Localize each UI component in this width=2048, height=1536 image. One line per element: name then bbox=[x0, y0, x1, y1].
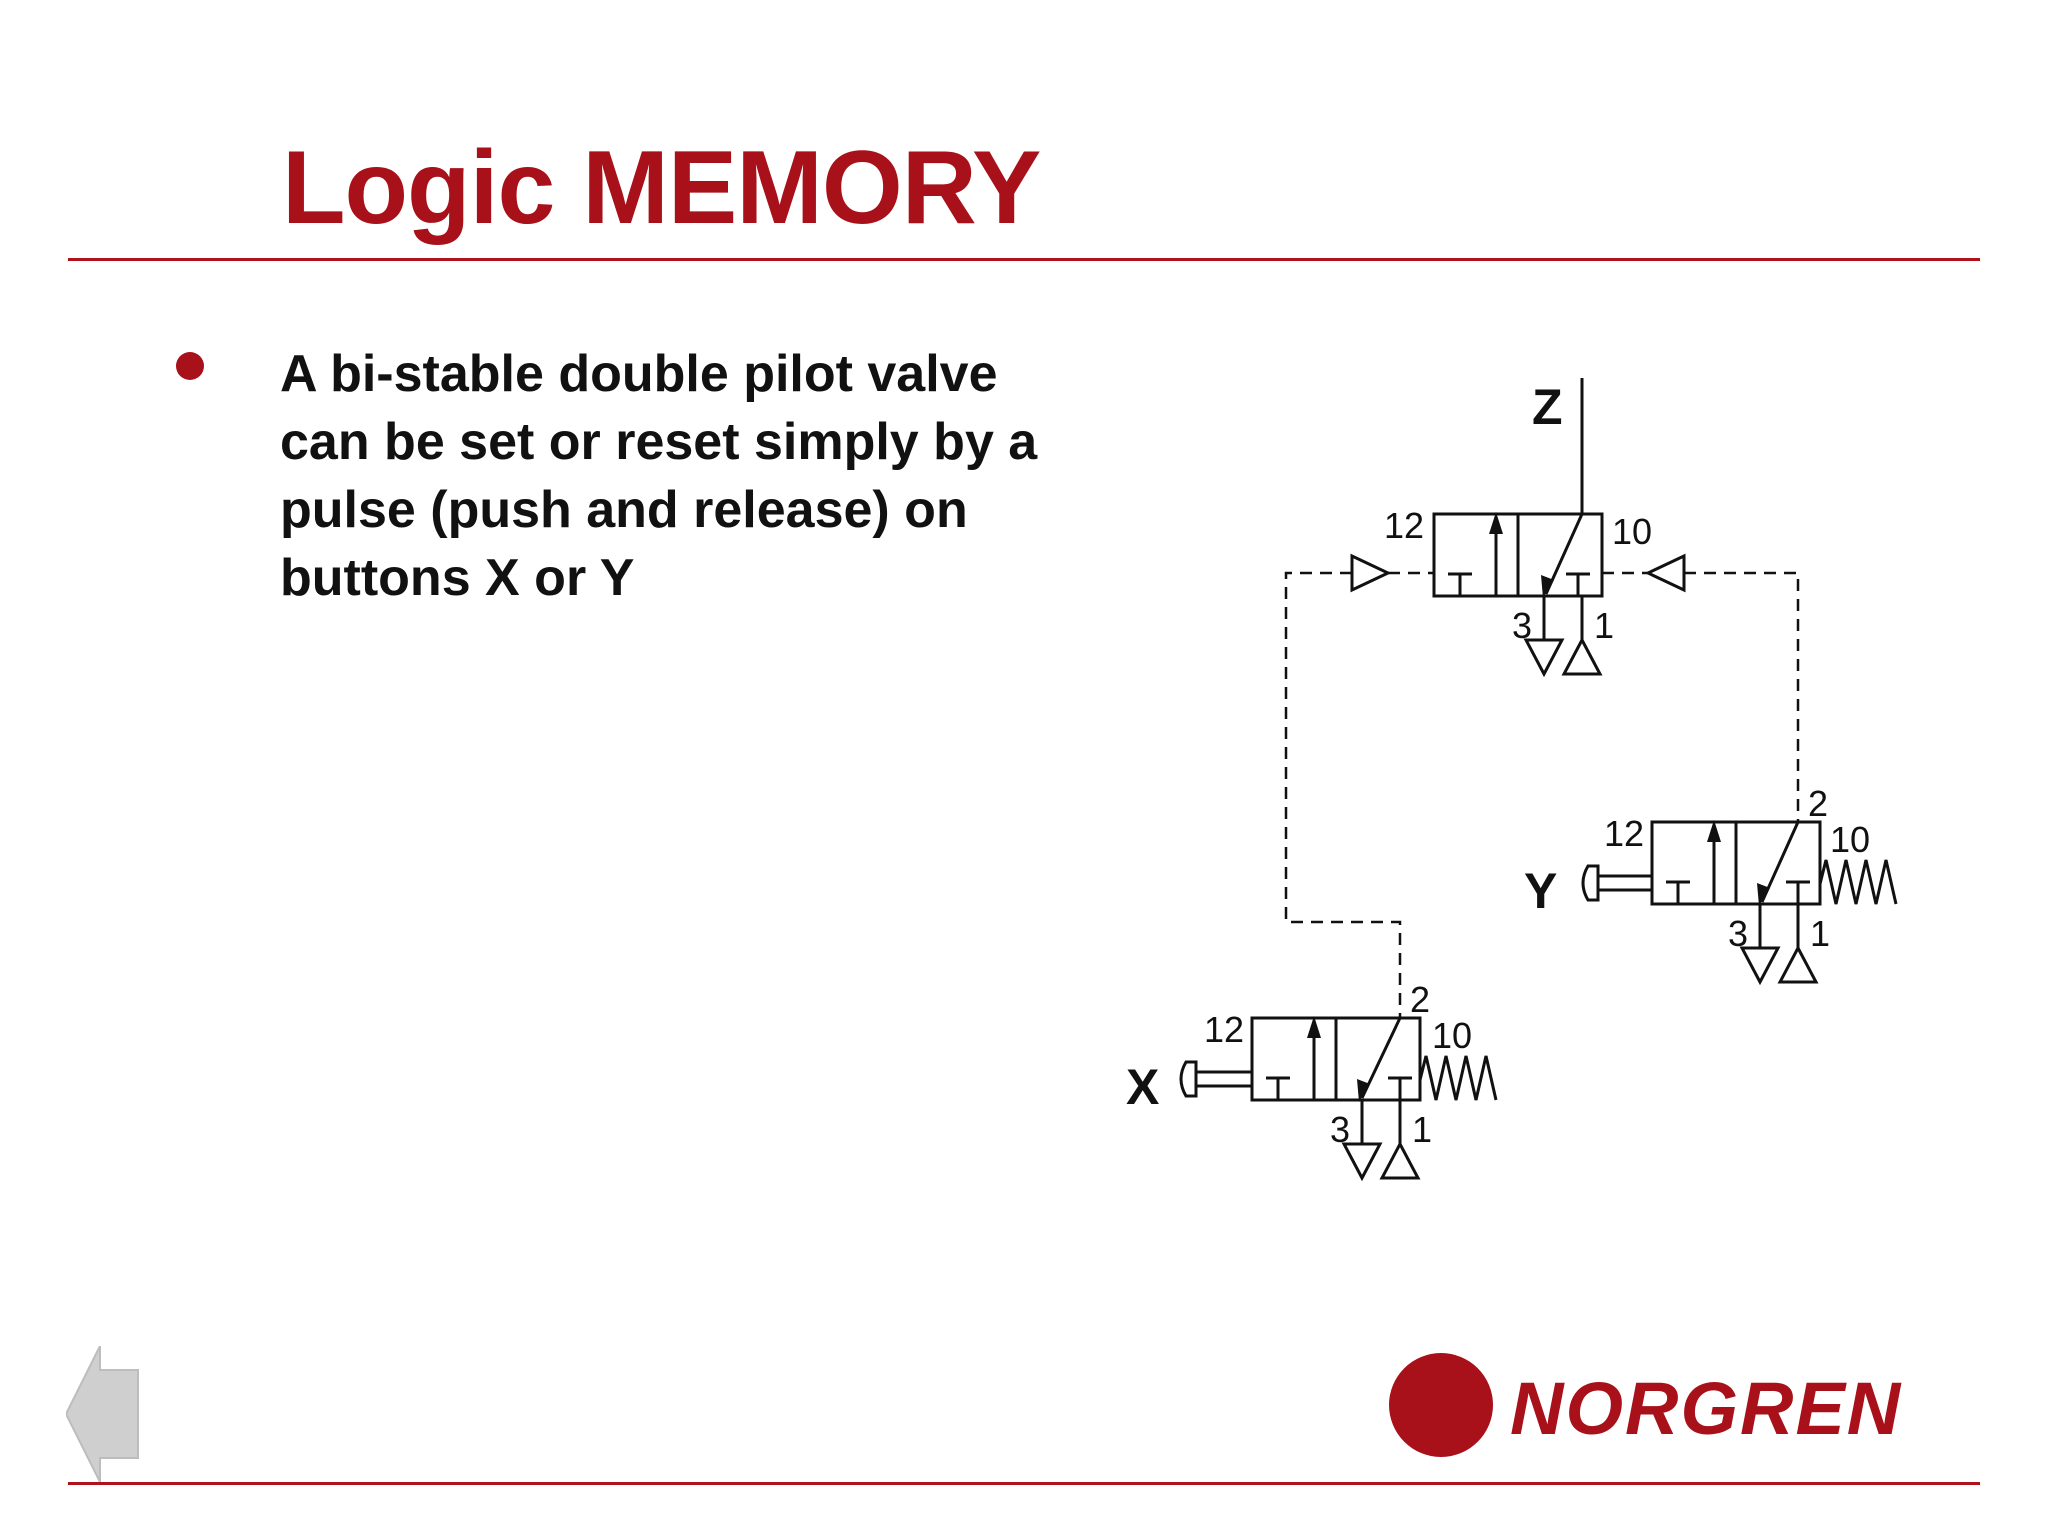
back-arrow-icon[interactable] bbox=[66, 1346, 142, 1482]
brand-name: NORGREN bbox=[1510, 1367, 1903, 1450]
port-label: 1 bbox=[1810, 913, 1830, 954]
bullet-text: A bi-stable double pilot valve can be se… bbox=[280, 345, 1038, 607]
slide-title: Logic MEMORY bbox=[282, 130, 1041, 246]
output-z-label: Z bbox=[1532, 379, 1563, 435]
button-y-label: Y bbox=[1524, 863, 1557, 919]
port-label: 1 bbox=[1594, 605, 1614, 646]
button-x-label: X bbox=[1126, 1059, 1159, 1115]
port-label: 2 bbox=[1410, 979, 1430, 1020]
port-label: 12 bbox=[1604, 813, 1644, 854]
title-divider bbox=[68, 258, 1980, 261]
bullet-icon bbox=[176, 352, 204, 380]
footer-divider bbox=[68, 1482, 1980, 1485]
port-label: 3 bbox=[1728, 913, 1748, 954]
port-label: 1 bbox=[1412, 1109, 1432, 1150]
norgren-logo-icon bbox=[1389, 1353, 1493, 1457]
port-label: 10 bbox=[1612, 511, 1652, 552]
memory-valve bbox=[1350, 512, 1686, 678]
port-label: 3 bbox=[1512, 605, 1532, 646]
port-label: 10 bbox=[1830, 819, 1870, 860]
port-label: 3 bbox=[1330, 1109, 1350, 1150]
port-label: 12 bbox=[1384, 505, 1424, 546]
port-label: 12 bbox=[1204, 1009, 1244, 1050]
port-label: 2 bbox=[1808, 783, 1828, 824]
port-label: 10 bbox=[1432, 1015, 1472, 1056]
